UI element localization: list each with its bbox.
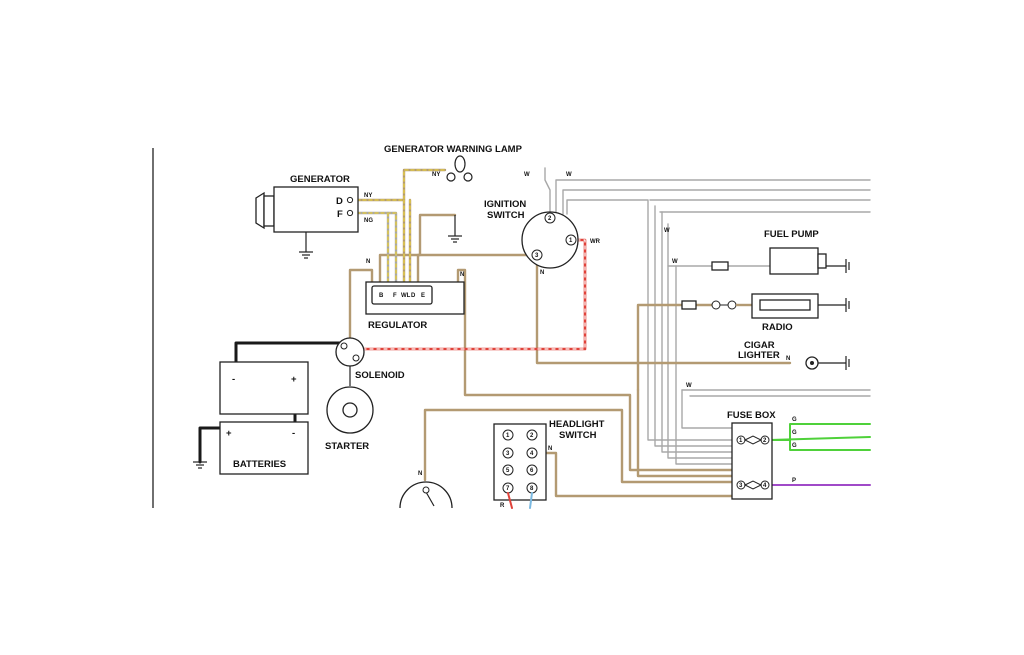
starter xyxy=(326,366,374,434)
wire-code-g1: G xyxy=(792,417,797,423)
hl-terminal-8: 8 xyxy=(530,486,534,492)
wire-code-ny: NY xyxy=(364,193,372,199)
fuse-box-label: FUSE BOX xyxy=(727,410,776,421)
battery1-positive: + xyxy=(291,374,297,385)
wire-code-wr: WR xyxy=(590,239,601,245)
battery1-negative: - xyxy=(232,374,235,385)
ignition-switch-label-1: IGNITION xyxy=(484,199,526,210)
ignition-terminal-2: 2 xyxy=(548,216,552,222)
regulator-terminal-b: B xyxy=(379,293,384,299)
fuse-link-radio xyxy=(681,300,697,310)
fuse-terminal-1: 1 xyxy=(739,438,743,444)
wire-code-labels: NY NY NG W W WR W W W N N N N N N G G G … xyxy=(364,172,797,509)
radio xyxy=(711,293,850,319)
wire-code-r: R xyxy=(500,503,505,509)
wire-code-ng: NG xyxy=(364,218,373,224)
hl-terminal-4: 4 xyxy=(530,451,534,457)
wire-code-g3: G xyxy=(792,443,797,449)
regulator xyxy=(365,281,465,315)
generator-wires xyxy=(355,168,447,284)
fuse-terminal-4: 4 xyxy=(763,483,767,489)
radio-label: RADIO xyxy=(762,322,793,333)
brown-wires xyxy=(348,213,792,498)
starter-label: STARTER xyxy=(325,441,369,452)
wire-code-n-reg2: N xyxy=(460,272,464,278)
wire-code-ny-lamp: NY xyxy=(432,172,440,178)
fuse-terminal-3: 3 xyxy=(739,483,743,489)
warning-lamp-bulb xyxy=(446,155,473,182)
generator-terminal-d: D xyxy=(336,196,343,207)
hl-terminal-7: 7 xyxy=(506,486,510,492)
wire-code-p: P xyxy=(792,478,796,484)
ignition-terminal-1: 1 xyxy=(569,238,573,244)
hl-terminal-5: 5 xyxy=(506,468,510,474)
wire-code-n-reg1: N xyxy=(366,259,370,265)
cigar-lighter-label-1: CIGAR xyxy=(744,340,775,351)
headlight-switch xyxy=(493,423,547,501)
white-wires xyxy=(544,167,871,465)
hl-terminal-1: 1 xyxy=(506,433,510,439)
batteries-label: BATTERIES xyxy=(233,459,286,470)
batteries xyxy=(219,361,309,475)
headlight-output-wires xyxy=(507,492,533,509)
ignition-switch-label-2: SWITCH xyxy=(487,210,525,221)
fuse-link-fuel-pump xyxy=(711,261,729,271)
wire-code-g2: G xyxy=(792,430,797,436)
ignition-terminal-3: 3 xyxy=(535,253,539,259)
fuse-terminal-2: 2 xyxy=(763,438,767,444)
generator-warning-lamp-label: GENERATOR WARNING LAMP xyxy=(384,144,523,155)
regulator-terminal-f: F xyxy=(393,293,397,299)
partial-gauge xyxy=(399,481,453,509)
hl-terminal-3: 3 xyxy=(506,451,510,457)
fuel-pump-label: FUEL PUMP xyxy=(764,229,819,240)
wire-code-n-lamp: N xyxy=(418,471,422,477)
wire-code-w-top1: W xyxy=(524,172,530,178)
generator-label: GENERATOR xyxy=(290,174,350,185)
wire-code-n-hl: N xyxy=(548,446,552,452)
ground-symbols xyxy=(193,215,462,469)
battery2-positive: + xyxy=(226,428,232,439)
wire-code-w-fuel: W xyxy=(672,259,678,265)
wire-code-w-left: W xyxy=(664,228,670,234)
fuel-pump xyxy=(769,247,850,275)
headlight-switch-label-1: HEADLIGHT xyxy=(549,419,605,430)
regulator-terminal-wl: WL xyxy=(401,293,411,299)
solenoid-label: SOLENOID xyxy=(355,370,405,381)
wire-code-n-cigar: N xyxy=(786,356,790,362)
cigar-lighter xyxy=(805,356,850,370)
headlight-switch-label-2: SWITCH xyxy=(559,430,597,441)
regulator-terminal-e: E xyxy=(421,293,425,299)
generator xyxy=(255,186,359,233)
cigar-lighter-label-2: LIGHTER xyxy=(738,350,780,361)
hl-terminal-2: 2 xyxy=(530,433,534,439)
solenoid xyxy=(335,337,365,367)
fuse-output-wires xyxy=(769,423,871,486)
generator-terminal-f: F xyxy=(337,209,343,220)
wire-code-w-fuse-in: W xyxy=(686,383,692,389)
hl-terminal-6: 6 xyxy=(530,468,534,474)
wire-code-w-top2: W xyxy=(566,172,572,178)
regulator-terminal-d: D xyxy=(411,293,416,299)
wire-code-n-ign: N xyxy=(540,270,544,276)
ignition-switch xyxy=(521,211,579,269)
regulator-label: REGULATOR xyxy=(368,320,427,331)
battery2-negative: - xyxy=(292,428,295,439)
fuse-box xyxy=(731,422,773,500)
